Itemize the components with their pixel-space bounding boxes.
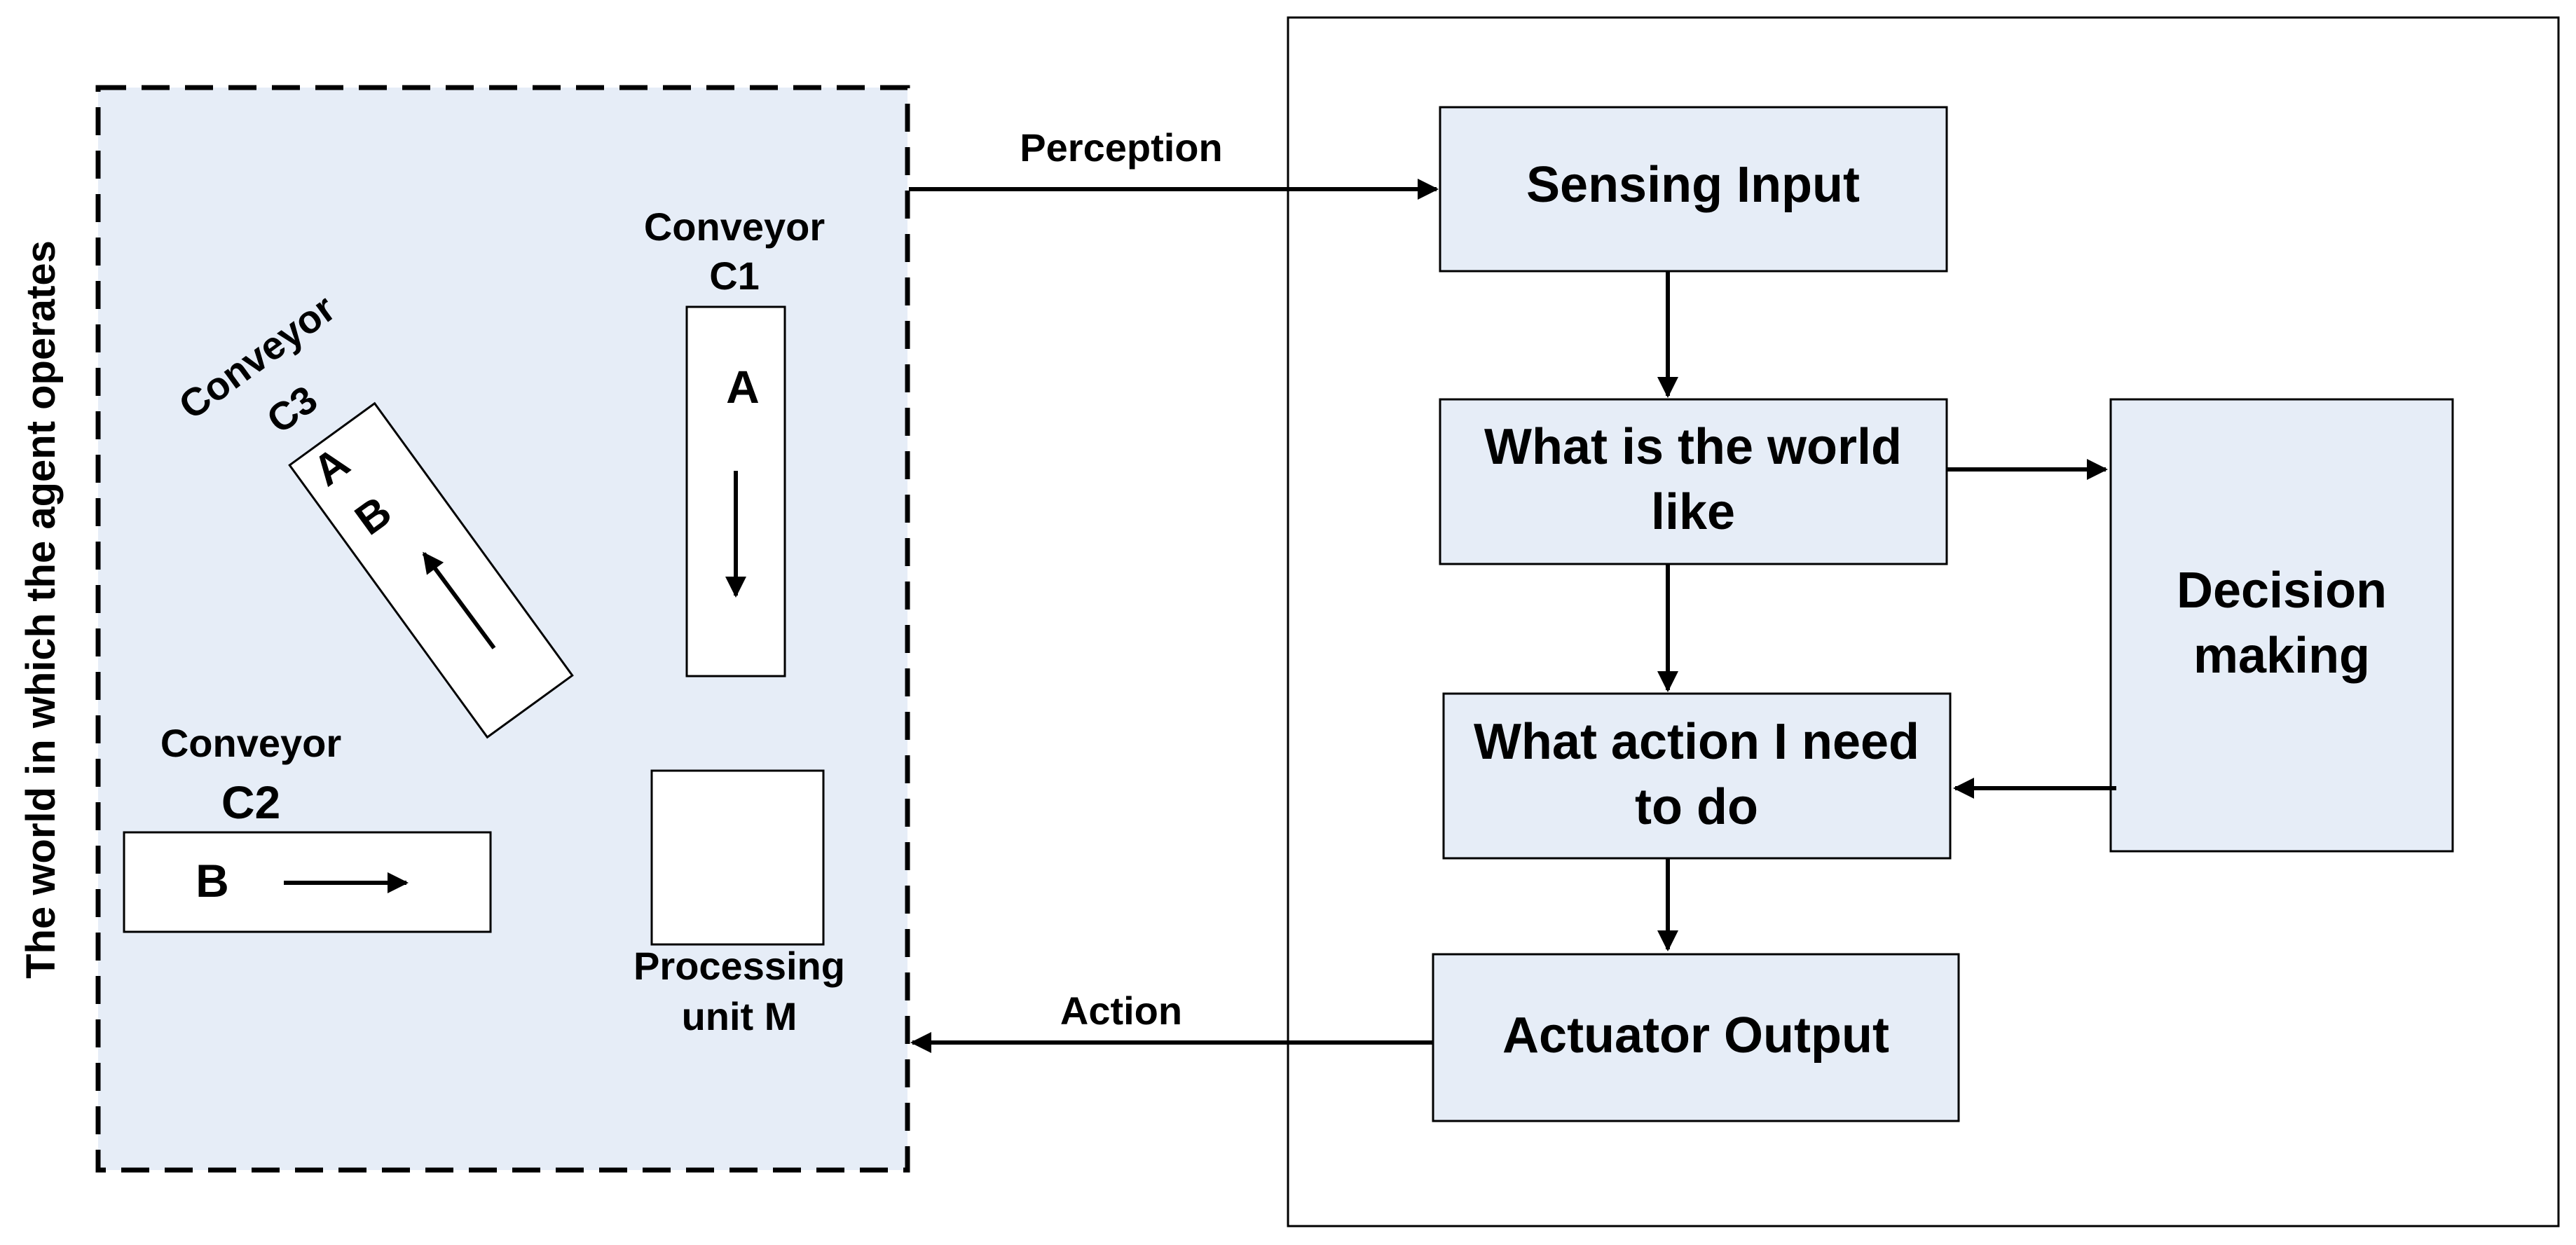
conveyor-c1-label: Conveyor	[644, 205, 825, 249]
processing-unit-id: unit M	[682, 994, 797, 1038]
sensing-input-box	[1439, 106, 1948, 273]
conveyor-c2-id: C2	[221, 776, 280, 828]
action-label: Action	[1060, 989, 1182, 1033]
sensing-input-label: Sensing Input	[1526, 157, 1860, 213]
action-choice-label-line1: What action I need	[1474, 714, 1919, 770]
decision-making-label-line2: making	[2193, 628, 2370, 684]
conveyor-c1-id: C1	[709, 254, 760, 298]
world-side-label: The world in which the agent operates	[18, 240, 64, 979]
conveyor-c2-item: B	[196, 855, 229, 907]
conveyor-c1-item: A	[726, 361, 760, 413]
perception-label: Perception	[1020, 125, 1222, 170]
conveyor-c3-direction-arrow	[422, 551, 496, 649]
decision-making-label-line1: Decision	[2177, 563, 2387, 619]
conveyor-c2-label: Conveyor	[160, 721, 341, 765]
decision-making-box	[2109, 398, 2454, 853]
world-state-label-line1: What is the world	[1484, 419, 1902, 475]
action-choice-box	[1442, 692, 1952, 860]
actuator-output-box	[1432, 953, 1960, 1122]
action-choice-label-line2: to do	[1635, 779, 1758, 835]
world-state-label-line2: like	[1651, 484, 1735, 540]
processing-unit-label: Processing	[633, 944, 845, 988]
actuator-output-label: Actuator Output	[1502, 1007, 1889, 1064]
world-state-box	[1439, 398, 1948, 565]
processing-unit	[650, 769, 825, 946]
